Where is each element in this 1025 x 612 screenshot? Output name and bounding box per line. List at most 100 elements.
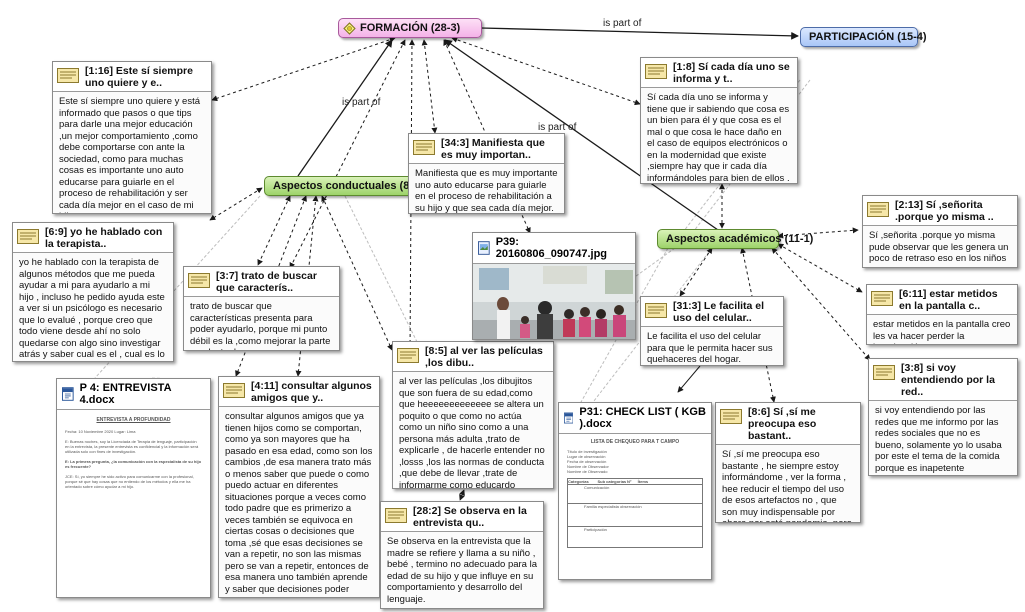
- quotation-title: [34:3] Manifiesta que es muy importan..: [441, 137, 545, 161]
- quotation-text: Sí cada día uno se informa y tiene que i…: [647, 92, 790, 184]
- quotation-6-9[interactable]: [6:9] yo he hablado con la terapista.. y…: [12, 222, 174, 362]
- quotation-icon: [720, 409, 742, 424]
- quotation-title: [6:11] estar metidos en la pantalla c..: [899, 288, 998, 312]
- document-title: P39: 20160806_090747.jpg: [495, 236, 608, 260]
- quotation-text: Sí ,sí me preocupa eso bastante , he sie…: [722, 449, 852, 522]
- quotation-icon: [57, 68, 79, 83]
- document-preview: LISTA DE CHEQUEO PARA T CAMPO Título de …: [559, 434, 711, 550]
- quotation-header: [34:3] Manifiesta que es muy importan..: [409, 134, 564, 164]
- preview-heading: ENTREVISTA A PROFUNDIDAD: [96, 417, 171, 423]
- code-aspectos-academicos[interactable]: Aspectos académicos (11-1): [657, 229, 813, 249]
- table-header: Categorías: [568, 479, 589, 484]
- preview-paragraph: E: Buenas noches, soy la Licenciada de T…: [65, 439, 199, 454]
- word-document-icon: [564, 412, 574, 424]
- word-document-icon: [62, 387, 74, 401]
- primary-document-checklist[interactable]: P31: CHECK LIST ( KGB ).docx LISTA DE CH…: [558, 402, 712, 580]
- quotation-header: [1:8] Sí cada día uno se informa y t..: [641, 58, 797, 88]
- preview-row: Título de investigación: [567, 449, 607, 454]
- code-label: PARTICIPACIÓN (15-4): [809, 31, 927, 43]
- quotation-text: Este sí siempre uno quiere y está inform…: [59, 96, 200, 213]
- relation-label: is part of: [538, 122, 577, 133]
- document-header: P31: CHECK LIST ( KGB ).docx: [559, 403, 711, 434]
- quotation-8-6[interactable]: [8:6] Sí ,sí me preocupa eso bastant.. S…: [715, 402, 861, 523]
- quotation-icon: [867, 202, 889, 217]
- quotation-text: Se observa en la entrevista que la madre…: [387, 536, 537, 605]
- classroom-photo: [473, 264, 635, 339]
- quotation-icon: [645, 303, 667, 318]
- quotation-3-7[interactable]: [3:7] trato de buscar que caracterís.. t…: [183, 266, 340, 351]
- quotation-icon: [17, 229, 39, 244]
- quotation-title: [1:16] Este sí siempre uno quiere y e..: [85, 65, 193, 89]
- quotation-1-16[interactable]: [1:16] Este sí siempre uno quiere y e.. …: [52, 61, 212, 214]
- table-header: N°: [626, 479, 632, 484]
- quotation-text: estar metidos en la pantalla creo les va…: [873, 319, 1011, 344]
- quotation-icon: [871, 291, 893, 306]
- quotation-title: [4:11] consultar algunos amigos que y..: [251, 380, 372, 404]
- quotation-icon: [223, 383, 245, 398]
- quotation-6-11[interactable]: [6:11] estar metidos en la pantalla c.. …: [866, 284, 1018, 345]
- quotation-header: [6:11] estar metidos en la pantalla c..: [867, 285, 1017, 315]
- quotation-header: [3:7] trato de buscar que caracterís..: [184, 267, 339, 297]
- quotation-header: [8:5] al ver las películas ,los dibu..: [393, 342, 553, 372]
- relation-label: is part of: [603, 18, 642, 29]
- table-row: Participación: [584, 527, 607, 532]
- preview-meta: Fecha: 10 Noviembre 2020 Lugar: Lima: [65, 429, 136, 434]
- quotation-8-5[interactable]: [8:5] al ver las películas ,los dibu.. a…: [392, 341, 554, 489]
- quotation-icon: [873, 365, 895, 380]
- quotation-header: [2:13] Sí ,señorita .porque yo misma ..: [863, 196, 1017, 226]
- preview-row: Nombre de Observado: [567, 469, 608, 474]
- quotation-2-13[interactable]: [2:13] Sí ,señorita .porque yo misma .. …: [862, 195, 1018, 268]
- preview-row: Nombre de Observador: [567, 464, 609, 469]
- quotation-title: [2:13] Sí ,señorita .porque yo misma ..: [895, 199, 994, 223]
- quotation-title: [1:8] Sí cada día uno se informa y t..: [673, 61, 790, 85]
- quotation-icon: [413, 140, 435, 155]
- document-title: P31: CHECK LIST ( KGB ).docx: [579, 406, 706, 430]
- table-header: Sub categorías: [597, 479, 627, 484]
- document-title: P 4: ENTREVISTA 4.docx: [79, 382, 172, 406]
- preview-row: Fecha de observación: [567, 459, 607, 464]
- quotation-title: [6:9] yo he hablado con la terapista..: [45, 226, 163, 250]
- code-label: Aspectos conductuales (8-1): [273, 180, 423, 192]
- document-header: P39: 20160806_090747.jpg: [473, 233, 635, 264]
- document-preview: ENTREVISTA A PROFUNDIDAD Fecha: 10 Novie…: [57, 410, 210, 491]
- table-row: Familia especialista observación: [568, 504, 702, 527]
- quotation-icon: [397, 348, 419, 363]
- table-row: Comunicación: [568, 485, 702, 504]
- quotation-title: [8:5] al ver las películas ,los dibu..: [425, 345, 543, 369]
- quotation-text: Sí ,señorita .porque yo misma pude obser…: [869, 230, 1009, 264]
- code-label: Aspectos académicos (11-1): [666, 233, 814, 245]
- table-header: Ítems: [637, 479, 649, 484]
- quotation-header: [6:9] yo he hablado con la terapista..: [13, 223, 173, 253]
- preview-question: E: La primera pregunta, ¿la comunicación…: [65, 459, 202, 469]
- code-node-icon: [343, 21, 356, 35]
- quotation-title: [31:3] Le facilita el uso del celular..: [673, 300, 765, 324]
- preview-table: Categorías Sub categorías N° Ítems Comun…: [567, 478, 703, 548]
- code-formacion[interactable]: FORMACIÓN (28-3): [338, 18, 482, 38]
- quotation-text: Le facilita el uso del celular para que …: [647, 331, 773, 365]
- primary-document-photo[interactable]: P39: 20160806_090747.jpg: [472, 232, 636, 340]
- quotation-header: [4:11] consultar algunos amigos que y..: [219, 377, 379, 407]
- quotation-text: al ver las películas ,los dibujitos que …: [399, 376, 545, 489]
- code-participacion[interactable]: PARTICIPACIÓN (15-4): [800, 27, 927, 47]
- quotation-4-11[interactable]: [4:11] consultar algunos amigos que y.. …: [218, 376, 380, 598]
- document-header: P 4: ENTREVISTA 4.docx: [57, 379, 210, 410]
- relation-label: is part of: [342, 97, 381, 108]
- quotation-31-3[interactable]: [31:3] Le facilita el uso del celular.. …: [640, 296, 784, 366]
- code-aspectos-conductuales[interactable]: Aspectos conductuales (8-1): [264, 176, 423, 196]
- preview-heading: LISTA DE CHEQUEO PARA T CAMPO: [590, 439, 680, 445]
- quotation-header: [8:6] Sí ,sí me preocupa eso bastant..: [716, 403, 860, 445]
- quotation-3-8[interactable]: [3:8] si voy entendiendo por la red.. si…: [868, 358, 1018, 476]
- primary-document-interview[interactable]: P 4: ENTREVISTA 4.docx ENTREVISTA A PROF…: [56, 378, 211, 598]
- quotation-icon: [188, 273, 210, 288]
- quotation-title: [3:7] trato de buscar que caracterís..: [216, 270, 317, 294]
- quotation-text: trato de buscar que características pres…: [190, 301, 331, 350]
- quotation-header: [28:2] Se observa en la entrevista qu..: [381, 502, 543, 532]
- quotation-header: [31:3] Le facilita el uso del celular..: [641, 297, 783, 327]
- quotation-title: [28:2] Se observa en la entrevista qu..: [413, 505, 527, 529]
- quotation-text: yo he hablado con la terapista de alguno…: [19, 257, 165, 361]
- quotation-28-2[interactable]: [28:2] Se observa en la entrevista qu.. …: [380, 501, 544, 609]
- code-label: FORMACIÓN (28-3): [360, 22, 461, 34]
- quotation-icon: [385, 508, 407, 523]
- quotation-34-3[interactable]: [34:3] Manifiesta que es muy importan.. …: [408, 133, 565, 214]
- quotation-1-8[interactable]: [1:8] Sí cada día uno se informa y t.. S…: [640, 57, 798, 184]
